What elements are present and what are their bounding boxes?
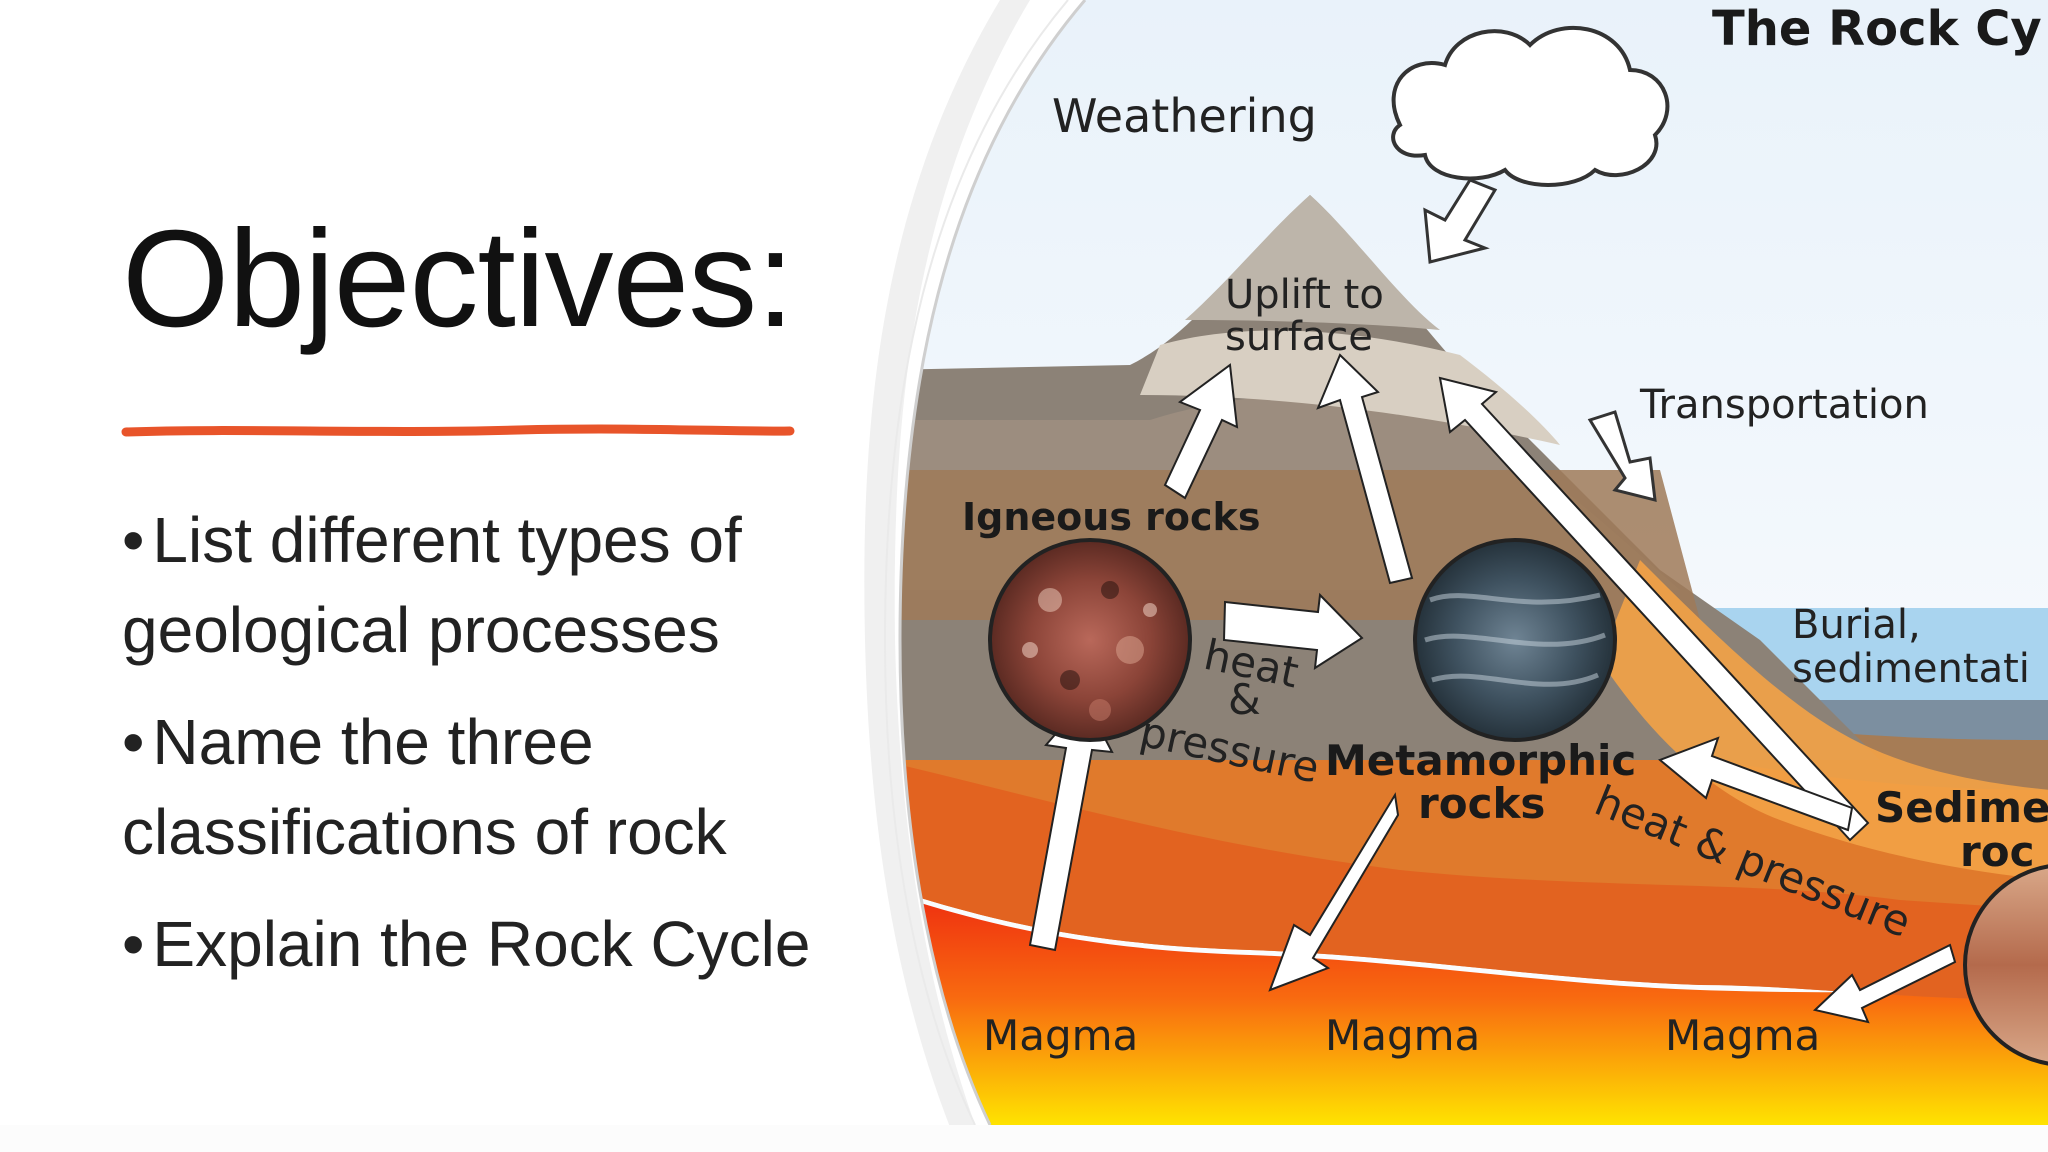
diagram-title: The Rock Cy — [1712, 1, 2042, 57]
transportation-arrow — [1587, 410, 1657, 502]
metamorphic-label-line2: rocks — [1418, 779, 1545, 828]
burial-label-line2: sedimentati — [1792, 646, 2030, 692]
sedimentary-label-line1: Sedime — [1875, 783, 2048, 832]
diagram-edge-line — [898, 0, 1087, 1126]
magma-label-1: Magma — [983, 1011, 1138, 1060]
igneous-rock-sample — [988, 538, 1192, 742]
uplift-label-line1: Uplift to — [1225, 272, 1384, 318]
cloud-icon — [1391, 25, 1670, 187]
bullet-icon: • — [122, 706, 145, 778]
title-accent-underline — [121, 424, 795, 437]
magma-label-3: Magma — [1665, 1011, 1820, 1060]
metamorphic-texture — [1424, 592, 1606, 687]
uplift-label-line2: surface — [1225, 314, 1373, 360]
igneous-texture — [1022, 581, 1157, 721]
weathering-label: Weathering — [1052, 89, 1317, 143]
burial-label-line1: Burial, — [1792, 602, 1921, 648]
objective-text-1: List different types of geological proce… — [122, 504, 742, 666]
bullet-icon: • — [122, 504, 145, 576]
sedimentary-rock-sample — [1963, 863, 2048, 1067]
bullet-icon: • — [122, 908, 145, 980]
objective-item-1: •List different types of geological proc… — [122, 495, 842, 675]
metamorphic-label-line1: Metamorphic — [1325, 736, 1636, 785]
objectives-list: •List different types of geological proc… — [122, 495, 842, 1011]
objective-item-2: •Name the three classifications of rock — [122, 697, 842, 877]
heat-label-line2: & — [1228, 675, 1261, 724]
magma-label-2: Magma — [1325, 1011, 1480, 1060]
igneous-label: Igneous rocks — [962, 495, 1260, 539]
slide-title: Objectives: — [122, 202, 795, 356]
decorative-band — [864, 0, 1030, 1152]
sedimentary-label-line2: roc — [1960, 827, 2034, 876]
transportation-label: Transportation — [1639, 382, 1929, 428]
weathering-arrow — [1423, 178, 1498, 264]
diagram-image: The Rock Cy Weathering Uplift to surface… — [900, 0, 2048, 1125]
objective-text-3: Explain the Rock Cycle — [152, 908, 811, 980]
magma-layer — [900, 890, 2048, 1125]
objective-text-2: Name the three classifications of rock — [122, 706, 727, 868]
objective-item-3: •Explain the Rock Cycle — [122, 899, 842, 989]
